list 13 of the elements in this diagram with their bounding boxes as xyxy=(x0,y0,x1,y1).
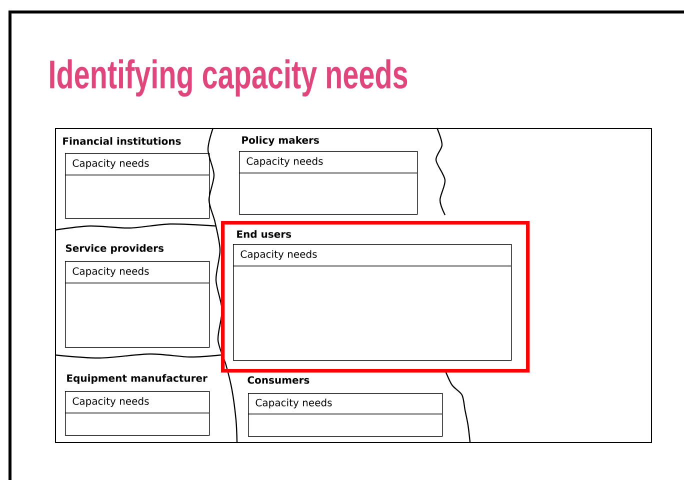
table-box: Consumers Capacity needs xyxy=(248,376,443,437)
node-label: Policy makers xyxy=(242,136,319,146)
title: Identifying capacity needs xyxy=(50,59,408,97)
table-box: Equipment manufacturer Capacity needs xyxy=(64,374,210,436)
table-box: Policy makers Capacity needs xyxy=(238,136,418,215)
table-box: Financial institutions Capacity needs xyxy=(63,137,210,219)
node-label: Consumers xyxy=(248,376,310,384)
table-box: Service providers Capacity needs xyxy=(64,244,210,348)
node-label: Service providers xyxy=(66,244,164,254)
table-box: Capacity needs xyxy=(232,244,512,361)
node-label: Equipment manufacturer xyxy=(67,374,208,384)
panel-box xyxy=(55,128,652,443)
node-label: Financial institutions xyxy=(63,137,181,145)
